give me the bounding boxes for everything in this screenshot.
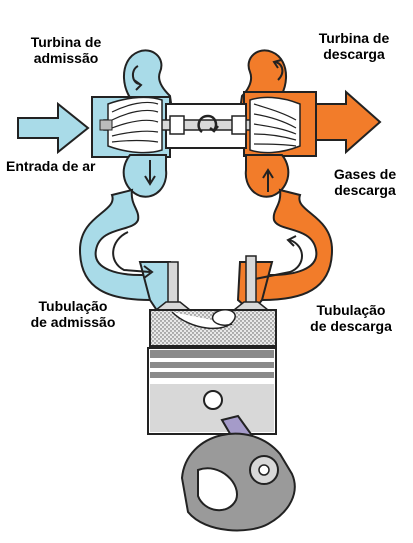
intake-flow-arrow bbox=[144, 160, 156, 186]
rotation-arrow bbox=[197, 114, 219, 134]
intake-turbine-label: Turbina de admissão bbox=[18, 34, 114, 66]
exhaust-gases-label: Gases de descarga bbox=[324, 166, 406, 198]
exhaust-manifold-label-line1: Tubulação bbox=[316, 302, 386, 318]
crankshaft bbox=[180, 432, 296, 532]
exhaust-flow-arrow bbox=[262, 168, 274, 192]
exhaust-gases-label-line2: descarga bbox=[334, 182, 396, 198]
exhaust-gases-label-line1: Gases de bbox=[333, 166, 397, 182]
air-inlet-label: Entrada de ar bbox=[6, 158, 96, 174]
intake-pipe bbox=[78, 188, 171, 301]
exhaust-turbine-label-line2: descarga bbox=[323, 46, 385, 62]
intake-manifold-label-line1: Tubulação bbox=[38, 298, 108, 314]
intake-side bbox=[17, 49, 174, 314]
intake-volute-bottom bbox=[122, 154, 168, 198]
intake-flow-arrow-2 bbox=[112, 231, 154, 279]
exhaust-flow-arrow-2 bbox=[249, 235, 303, 281]
exhaust-turbine-label: Turbina de descarga bbox=[306, 30, 402, 62]
exhaust-outlet-arrow bbox=[315, 89, 382, 155]
piston bbox=[147, 347, 277, 435]
intake-turbine-label-line1: Turbina de bbox=[30, 34, 102, 50]
intake-volute-top bbox=[123, 49, 174, 112]
intake-manifold-label-line2: de admissão bbox=[30, 314, 116, 330]
piston-pin bbox=[203, 390, 223, 410]
cylinder-head bbox=[149, 308, 277, 347]
intake-flow-arrow-3 bbox=[132, 65, 143, 91]
exhaust-turbine-label-line1: Turbina de bbox=[318, 30, 390, 46]
intake-valve bbox=[153, 261, 193, 311]
center-housing bbox=[99, 96, 301, 154]
intake-impeller bbox=[99, 96, 163, 154]
exhaust-manifold-label-line2: de descarga bbox=[310, 318, 392, 334]
exhaust-manifold-label: Tubulação de descarga bbox=[298, 302, 404, 334]
air-inlet-arrow bbox=[17, 101, 90, 155]
intake-turbine-label-line2: admissão bbox=[33, 50, 99, 66]
exhaust-turbine-wheel bbox=[249, 96, 301, 154]
intake-manifold-label: Tubulação de admissão bbox=[18, 298, 128, 330]
swirl-flow bbox=[171, 308, 236, 330]
exhaust-valve bbox=[231, 255, 271, 311]
exhaust-flow-arrow-3 bbox=[272, 59, 284, 81]
